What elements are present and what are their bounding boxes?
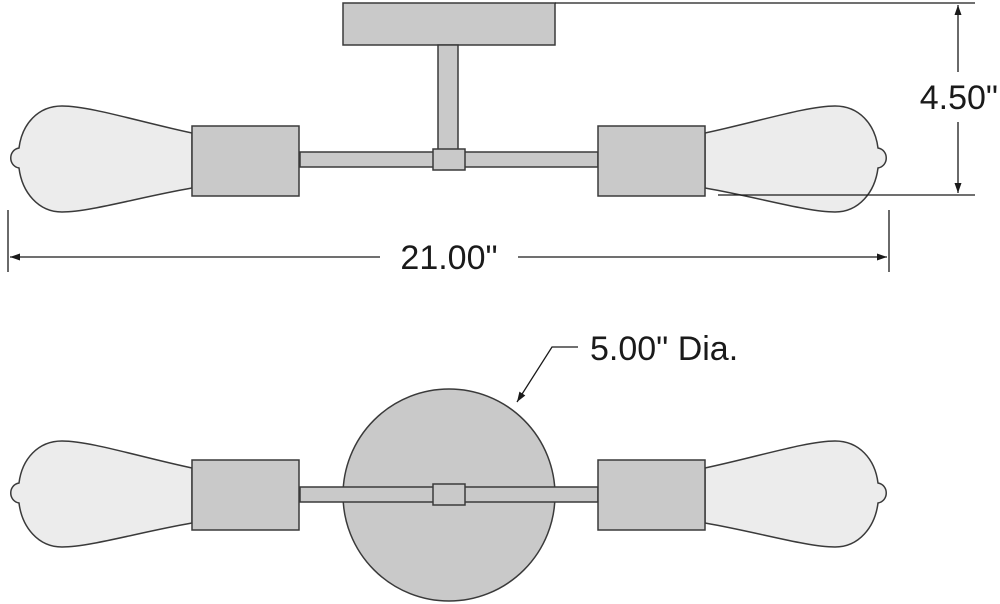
diameter-label: 5.00" Dia. [590, 330, 738, 368]
side-bulb-left [10, 105, 193, 213]
side-socket-right [597, 125, 706, 197]
side-view [10, 2, 887, 213]
top-view [10, 388, 887, 602]
top-bulb-left [10, 440, 193, 548]
diameter-leader-line [516, 346, 578, 403]
height-label: 4.50" [920, 79, 998, 117]
height-dimension [555, 2, 975, 196]
width-dimension [7, 210, 890, 272]
side-canopy [342, 2, 556, 46]
side-socket-left [191, 125, 300, 197]
side-center-coupler [432, 148, 466, 171]
top-bulb-right [704, 440, 887, 548]
top-socket-left [191, 459, 300, 531]
width-label: 21.00" [400, 239, 497, 277]
top-center-coupler [432, 483, 466, 506]
side-bulb-right [704, 105, 887, 213]
diameter-leader [516, 346, 578, 403]
side-down-rod [437, 44, 459, 151]
top-socket-right [597, 459, 706, 531]
